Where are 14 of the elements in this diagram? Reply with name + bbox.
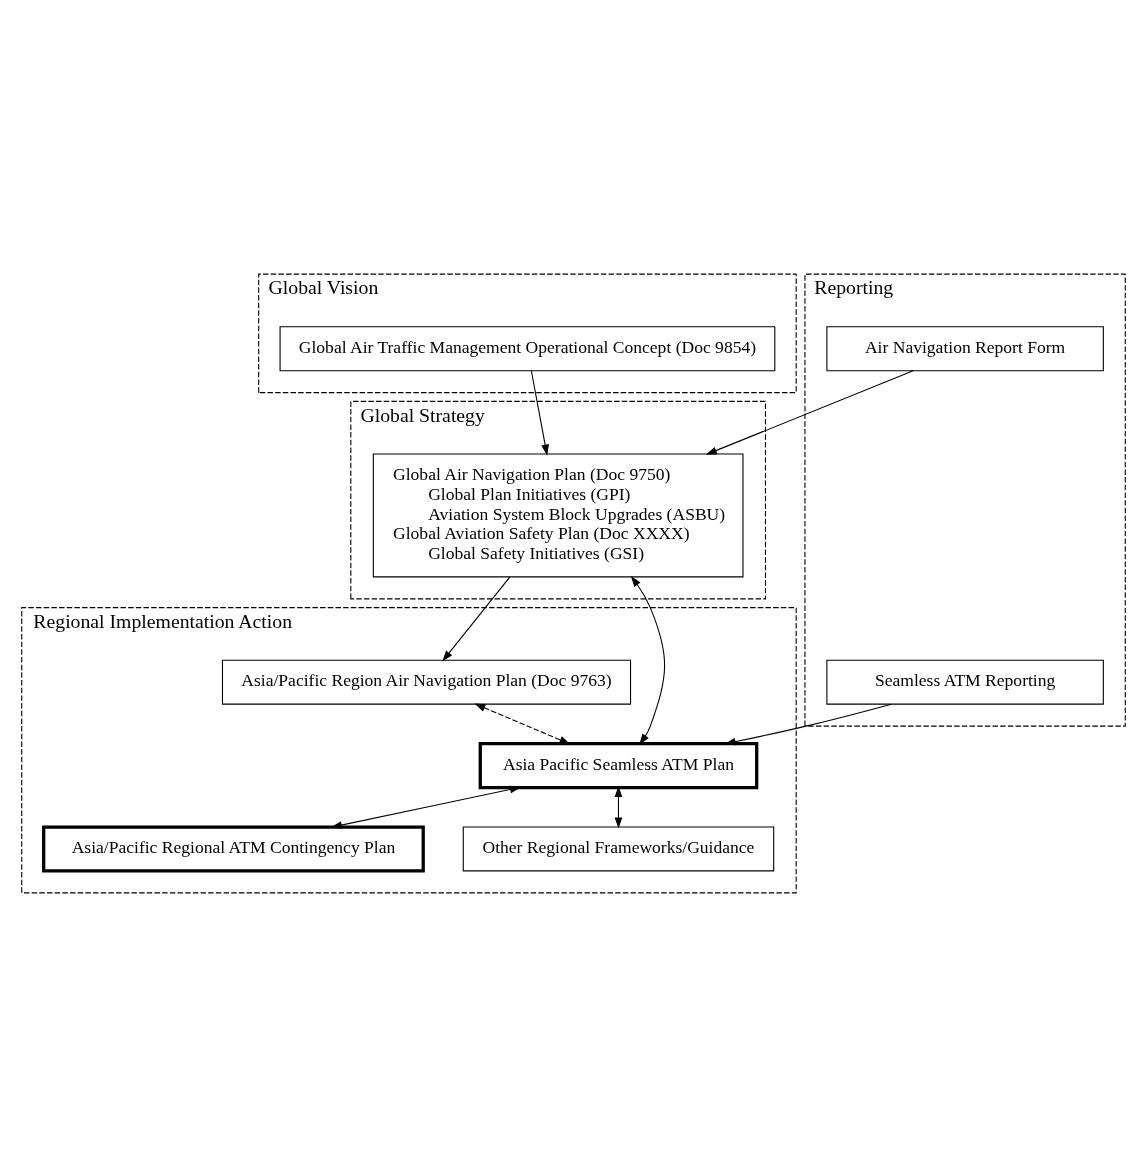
node-box: Other Regional Frameworks/Guidance bbox=[462, 826, 775, 872]
node-box: Asia/Pacific Region Air Navigation Plan (Doc 9763) bbox=[221, 659, 632, 705]
arrow bbox=[530, 370, 549, 456]
arrow bbox=[330, 785, 521, 829]
node-box: Global Air Traffic Management Operational Concept (Doc 9854) bbox=[279, 326, 776, 372]
node-box: Global Air Navigation Plan (Doc 9750) Global Plan Initiatives (GPI) Aviation System Block Upgrades (ASBU) Global Aviation Safety Plan (Doc XXXX) Global Safety Initiatives (GSI) bbox=[372, 453, 744, 578]
arrow bbox=[705, 370, 914, 455]
arrow bbox=[630, 576, 666, 745]
arrow bbox=[442, 576, 511, 662]
node-box: Seamless ATM Reporting bbox=[826, 659, 1104, 705]
node-box: Air Navigation Report Form bbox=[826, 326, 1104, 372]
node-box: Asia/Pacific Regional ATM Contingency Plan bbox=[42, 825, 425, 873]
arrow bbox=[474, 703, 571, 745]
node-box: Asia Pacific Seamless ATM Plan bbox=[478, 742, 759, 790]
